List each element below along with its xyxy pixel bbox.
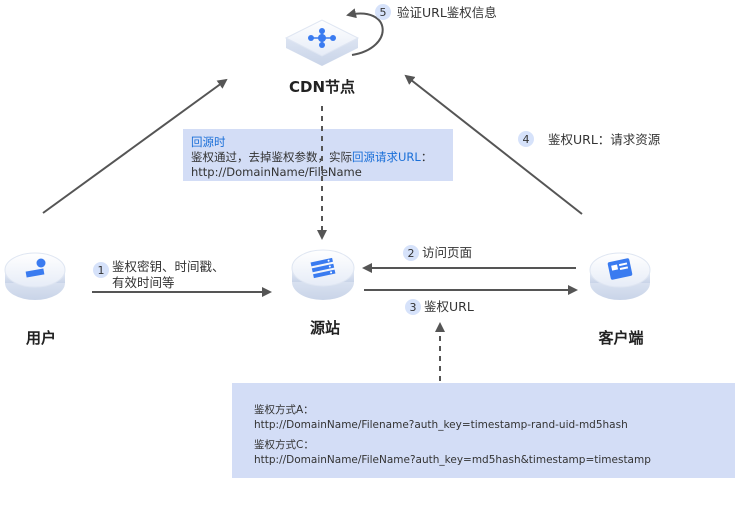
step-5-number: 5 xyxy=(380,6,387,19)
step-3-badge xyxy=(405,299,421,315)
step-1-text-line1: 鉴权密钥、时间戳、 xyxy=(112,259,225,274)
origin-fetch-url: http://DomainName/FileName xyxy=(191,165,362,179)
arrow-cdn-self-loop xyxy=(346,8,384,56)
origin-server-icon xyxy=(291,249,355,300)
origin-fetch-box xyxy=(183,129,453,181)
user-node: 用户 xyxy=(4,252,66,347)
auth-method-a-url: http://DomainName/Filename?auth_key=time… xyxy=(254,419,628,431)
auth-method-a-title: 鉴权方式A： xyxy=(254,403,314,416)
step-3-number: 3 xyxy=(410,301,417,314)
step-5-badge xyxy=(375,4,391,20)
auth-method-c-title: 鉴权方式C： xyxy=(254,438,314,451)
step-1-text-line2: 有效时间等 xyxy=(112,275,175,290)
origin-node: 源站 xyxy=(291,249,355,337)
client-label: 客户端 xyxy=(597,329,643,347)
origin-fetch-line2: 鉴权通过，去掉鉴权参数，实际回源请求URL： xyxy=(191,150,432,164)
origin-fetch-title: 回源时 xyxy=(191,135,226,149)
client-node: 客户端 xyxy=(589,252,651,347)
user-icon xyxy=(4,252,66,300)
cdn-icon xyxy=(284,19,360,66)
step-4-number: 4 xyxy=(523,133,530,146)
step-2-number: 2 xyxy=(408,247,415,260)
cdn-node: CDN节点 xyxy=(284,19,360,96)
arrow-user-to-cdn xyxy=(42,78,228,214)
step-2-text: 访问页面 xyxy=(422,245,472,260)
arrow-client-to-cdn xyxy=(404,74,583,215)
step-1-badge xyxy=(93,262,109,278)
auth-methods-box xyxy=(232,383,735,478)
origin-label: 源站 xyxy=(310,319,340,337)
step-4-badge xyxy=(518,131,534,147)
step-4-text: 鉴权URL：请求资源 xyxy=(548,132,661,147)
step-5-text: 验证URL鉴权信息 xyxy=(397,5,497,20)
step-3-text: 鉴权URL xyxy=(424,299,474,314)
step-1-number: 1 xyxy=(98,264,105,277)
user-label: 用户 xyxy=(26,329,56,347)
client-browser-icon xyxy=(589,252,651,300)
cdn-label: CDN节点 xyxy=(289,78,355,96)
step-2-badge xyxy=(403,245,419,261)
auth-method-c-url: http://DomainName/FileName?auth_key=md5h… xyxy=(254,454,651,466)
